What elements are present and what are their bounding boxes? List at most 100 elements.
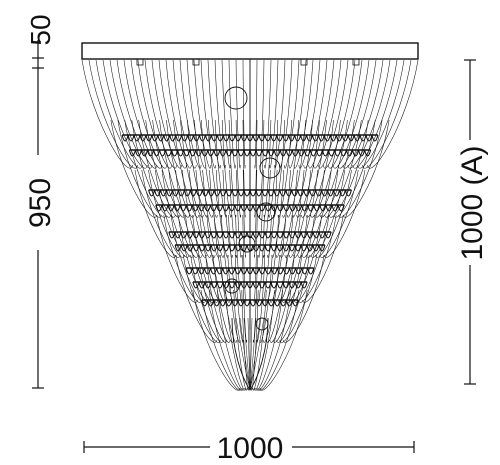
- bulb: [238, 235, 256, 253]
- glass-strand: [280, 169, 298, 258]
- glass-strand: [175, 169, 203, 258]
- glass-strand: [228, 59, 236, 169]
- glass-strand: [227, 254, 241, 343]
- glass-strand: [302, 214, 344, 303]
- pendant-strand: [239, 317, 251, 391]
- glass-strand: [202, 169, 220, 258]
- glass-strand: [343, 119, 390, 218]
- glass-strand: [261, 214, 272, 303]
- ceiling-canopy: [81, 42, 419, 60]
- glass-strand: [269, 59, 279, 169]
- glass-strand: [206, 214, 227, 303]
- pendant-strand: [235, 317, 251, 391]
- glass-strand: [141, 169, 181, 258]
- glass-strand: [259, 289, 308, 391]
- glass-strand: [255, 289, 283, 391]
- glass-strand: [338, 119, 383, 218]
- glass-strand: [156, 214, 198, 303]
- glass-strand: [168, 169, 198, 258]
- glass-strand: [242, 59, 246, 169]
- glass-strand: [173, 119, 199, 218]
- bottom-dimension: 1000: [83, 432, 415, 465]
- glass-strand: [323, 169, 366, 258]
- glass-strand: [302, 169, 332, 258]
- glass-strand: [228, 214, 239, 303]
- crystal-tier-band: [201, 299, 299, 307]
- bulb: [224, 86, 248, 110]
- crystal-tier-band: [192, 281, 308, 289]
- glass-strand: [242, 254, 247, 343]
- bulb: [256, 202, 276, 222]
- glass-strand: [254, 59, 258, 169]
- glass-strand: [297, 169, 325, 258]
- glass-strand: [264, 59, 272, 169]
- glass-strand: [282, 254, 325, 343]
- bulb: [255, 317, 269, 331]
- pendant-strand: [249, 317, 257, 391]
- glass-strand: [110, 119, 157, 218]
- glass-strand: [221, 59, 231, 169]
- mount-point: [192, 58, 200, 66]
- glass-strand: [275, 169, 291, 258]
- glass-strand: [242, 119, 246, 218]
- glass-strand: [347, 59, 391, 169]
- glass-strand: [208, 289, 244, 391]
- glass-strand: [183, 254, 221, 343]
- glass-strand: [194, 119, 213, 218]
- width-label: 1000: [217, 432, 284, 465]
- glass-strand: [298, 214, 337, 303]
- chandelier-fixture: [81, 42, 419, 391]
- glass-strand: [192, 289, 241, 391]
- glass-strand: [222, 169, 233, 258]
- glass-strand: [301, 119, 327, 218]
- glass-strand: [217, 289, 245, 391]
- glass-strand: [254, 289, 275, 391]
- glass-strand: [265, 214, 279, 303]
- body-height-label: 950: [24, 178, 57, 228]
- pendant-strand: [247, 317, 251, 391]
- glass-strand: [200, 59, 217, 169]
- right-dimension: 1000 (A): [456, 59, 489, 385]
- pendant-strand: [249, 317, 265, 391]
- crystal-tier-band: [168, 231, 332, 239]
- bulb: [259, 157, 281, 179]
- glass-strand: [152, 119, 185, 218]
- glass-strand: [266, 254, 288, 343]
- glass-strand: [254, 169, 258, 258]
- glass-strand: [241, 289, 249, 391]
- glass-strand: [185, 214, 214, 303]
- glass-strand: [235, 59, 241, 169]
- glass-strand: [175, 254, 218, 343]
- glass-strand: [319, 169, 359, 258]
- crystal-tier-band: [185, 267, 315, 275]
- crystal-tier-band: [148, 189, 352, 197]
- pendant-strand: [243, 317, 251, 391]
- pendant-strand: [249, 317, 261, 391]
- pendant-strand: [249, 317, 253, 391]
- glass-strand: [254, 119, 258, 218]
- glass-strand: [200, 289, 242, 391]
- mount-point: [352, 58, 360, 66]
- crystal-tiers: [121, 58, 379, 391]
- bulb: [224, 278, 240, 294]
- glass-strand: [225, 289, 246, 391]
- glass-strand: [279, 254, 317, 343]
- glass-strand: [252, 289, 267, 391]
- glass-strand: [259, 254, 273, 343]
- canopy-height-label: 50: [25, 14, 56, 45]
- glass-strand: [233, 289, 248, 391]
- mount-point: [300, 58, 308, 66]
- glass-strand: [256, 289, 292, 391]
- glass-strand: [315, 119, 348, 218]
- light-bulbs: [224, 86, 281, 331]
- glass-strand: [207, 59, 221, 169]
- glass-strand: [269, 254, 295, 343]
- glass-strand: [287, 119, 306, 218]
- crystal-tier-band: [155, 204, 345, 212]
- glass-strand: [163, 214, 202, 303]
- glass-strand: [294, 214, 330, 303]
- mount-point: [136, 58, 144, 66]
- glass-strand: [209, 169, 225, 258]
- glass-strand: [273, 214, 294, 303]
